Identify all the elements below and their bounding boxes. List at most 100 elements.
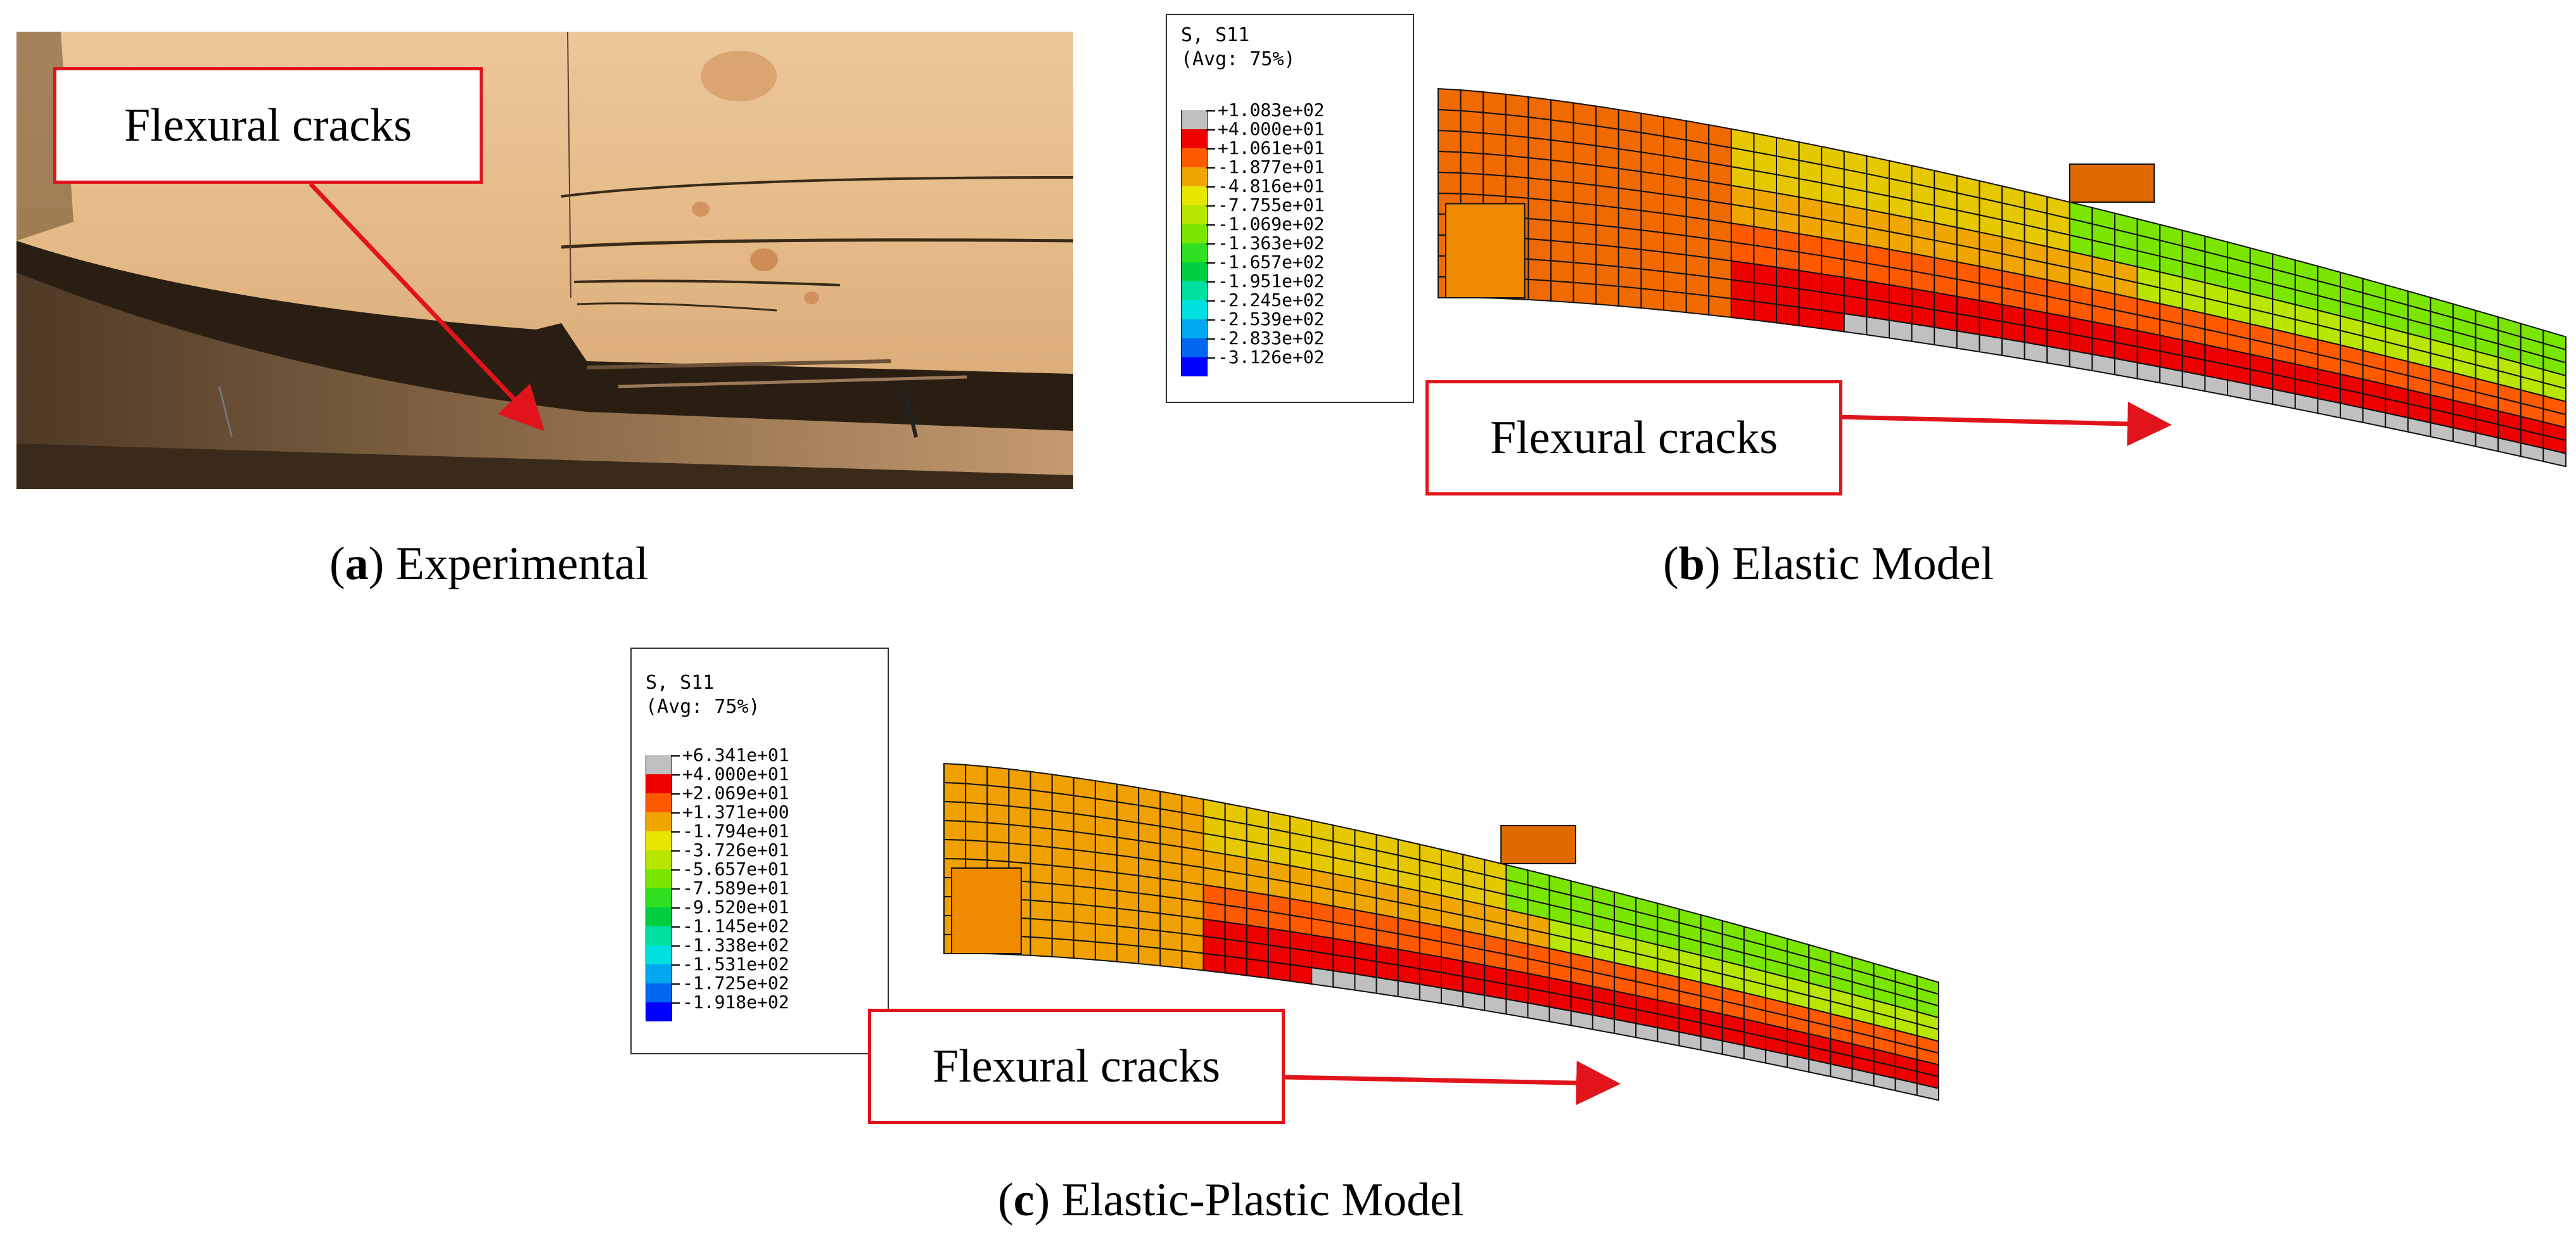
- mesh-element: [1889, 284, 1913, 307]
- mesh-element: [1548, 976, 1572, 997]
- mesh-element: [1375, 833, 1399, 856]
- mesh-element: [2272, 298, 2296, 321]
- mesh-element: [2227, 317, 2251, 340]
- mesh-element: [1116, 890, 1140, 912]
- mesh-element: [1138, 910, 1161, 932]
- mesh-element: [1267, 810, 1291, 834]
- mesh-element: [1776, 266, 1800, 290]
- mesh-element: [1051, 883, 1074, 905]
- mesh-element: [2452, 358, 2477, 380]
- mesh-element: [1595, 224, 1619, 248]
- mesh-element: [2385, 383, 2409, 405]
- mesh-element: [2430, 407, 2454, 429]
- mesh-element: [1614, 905, 1637, 927]
- legend-swatch: [1181, 262, 1208, 281]
- legend-tick: [1206, 110, 1215, 112]
- legend-tick: [1206, 262, 1215, 264]
- mesh-element: [1505, 134, 1529, 159]
- mesh-element: [1591, 928, 1616, 950]
- mesh-element: [1030, 807, 1053, 830]
- mesh-element: [1663, 135, 1687, 160]
- mesh-element: [2475, 323, 2499, 345]
- mesh-element: [1051, 919, 1074, 941]
- legend-swatch: [646, 812, 672, 831]
- mesh-element: [1116, 783, 1140, 807]
- mesh-element: [1138, 857, 1161, 879]
- mesh-element: [1030, 826, 1053, 848]
- mesh-element: [1505, 236, 1529, 260]
- mesh-element: [2001, 286, 2025, 310]
- mesh-element: [1202, 798, 1226, 821]
- mesh-element: [1821, 291, 1845, 315]
- mesh-element: [2249, 262, 2274, 285]
- mesh-element: [2001, 219, 2025, 243]
- mesh-element: [2362, 378, 2387, 400]
- mesh-element: [2542, 408, 2566, 429]
- legend-swatch: [646, 888, 672, 907]
- mesh-element: [1181, 915, 1204, 937]
- legend-tick: [671, 926, 680, 928]
- legend-tick: [1206, 224, 1215, 226]
- mesh-element: [2046, 229, 2070, 253]
- mesh-element: [1911, 305, 1935, 328]
- mesh-element: [1267, 927, 1291, 949]
- mesh-element: [1332, 905, 1356, 927]
- legend-tick: [1206, 148, 1215, 150]
- mesh-element: [1657, 957, 1680, 978]
- mesh-element: [1548, 991, 1572, 1012]
- mesh-element: [1678, 949, 1702, 970]
- mesh-element: [1776, 192, 1800, 217]
- mesh-element: [1462, 853, 1486, 876]
- mesh-element: [1438, 129, 1462, 153]
- mesh-element: [1721, 933, 1745, 954]
- mesh-element: [2046, 262, 2070, 286]
- mesh-element: [2136, 298, 2161, 321]
- mesh-element: [2001, 338, 2025, 360]
- mesh-element: [1375, 850, 1399, 872]
- mesh-element: [1354, 877, 1377, 899]
- mesh-element: [1224, 802, 1247, 826]
- mesh-element: [1527, 157, 1552, 181]
- mesh-element: [1685, 120, 1710, 145]
- legend-value: -1.363e+02: [1218, 233, 1325, 253]
- legend-swatch: [646, 774, 672, 793]
- mesh-element: [1548, 933, 1572, 954]
- mesh-element: [1482, 256, 1507, 279]
- mesh-element: [1051, 828, 1074, 851]
- mesh-element: [1482, 112, 1507, 136]
- mesh-element: [2091, 288, 2115, 311]
- mesh-element: [1873, 999, 1896, 1019]
- mesh-element: [2046, 295, 2070, 319]
- mesh-element: [1419, 843, 1442, 866]
- legend-value: +4.000e+01: [1218, 118, 1325, 139]
- legend-tick: [671, 888, 680, 890]
- legend-swatch: [646, 945, 672, 964]
- mesh-element: [1776, 229, 1800, 253]
- mesh-element: [1595, 165, 1619, 189]
- mesh-element: [2452, 426, 2477, 447]
- mesh-element: [2091, 304, 2115, 328]
- mesh-element: [1889, 213, 1913, 237]
- mesh-element: [1821, 182, 1845, 207]
- mesh-element: [1614, 1018, 1637, 1039]
- mesh-element: [1419, 890, 1442, 912]
- mesh-element: [2542, 381, 2566, 403]
- mesh-element: [2430, 310, 2454, 333]
- mesh-element: [1460, 131, 1484, 155]
- mesh-element: [2001, 202, 2025, 226]
- mesh-element: [1730, 279, 1755, 302]
- mesh-element: [1181, 950, 1204, 971]
- mesh-element: [1419, 936, 1442, 958]
- mesh-element: [2452, 371, 2477, 393]
- mesh-element: [1979, 265, 2003, 289]
- mesh-element: [1289, 898, 1313, 919]
- mesh-element: [2340, 315, 2364, 337]
- mesh-element: [1505, 257, 1529, 280]
- mesh-element: [1798, 141, 1823, 166]
- legend-swatch: [1181, 357, 1208, 376]
- mesh-element: [1051, 847, 1074, 869]
- mesh-element: [1094, 869, 1118, 892]
- mesh-element: [1851, 1030, 1875, 1051]
- mesh-element: [1094, 905, 1118, 927]
- mesh-element: [986, 859, 1010, 881]
